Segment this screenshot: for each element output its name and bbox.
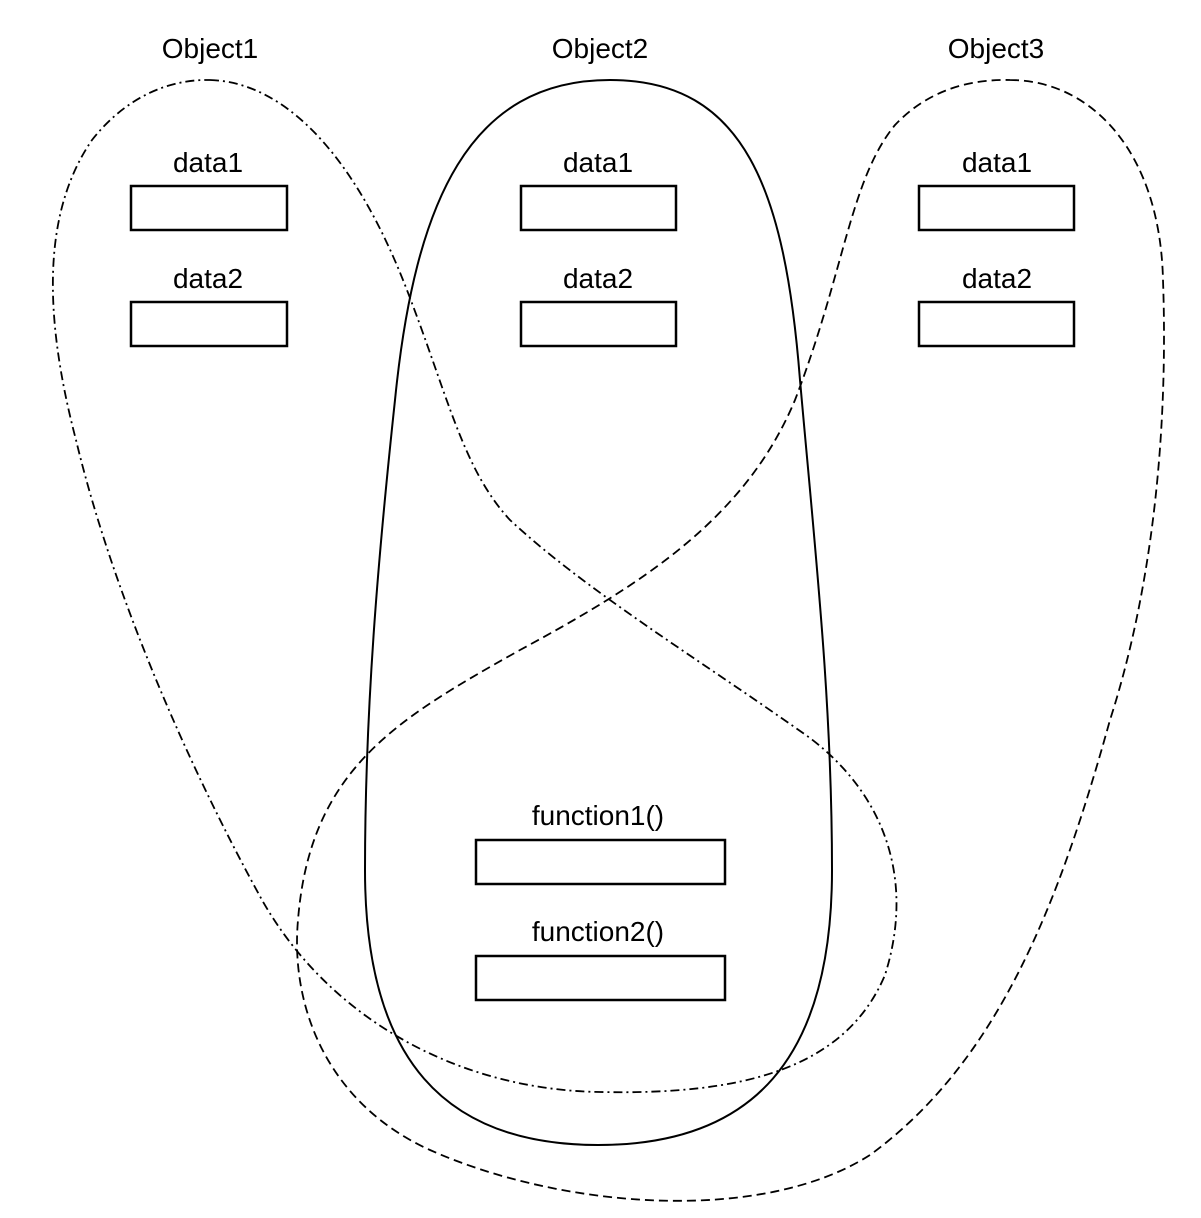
object1-data1-box [129,184,289,232]
object1-data2-box [129,300,289,348]
object3-data1-label: data1 [962,147,1032,178]
object1-data2-label: data2 [173,263,243,294]
function2-label: function2() [532,916,664,947]
object2-boundary [363,78,834,1147]
object2-data1-label: data1 [563,147,633,178]
object1-boundary [51,79,898,1094]
object2-data1-box [519,184,678,232]
function2-box [474,954,727,1002]
object3-data2-label: data2 [962,263,1032,294]
object3-title: Object3 [948,33,1045,64]
object1-data1-label: data1 [173,147,243,178]
object3-data2-box [917,300,1076,348]
object2-data2-box [519,300,678,348]
function1-label: function1() [532,800,664,831]
object2-data2-label: data2 [563,263,633,294]
object1-title: Object1 [162,33,259,64]
object3-data1-box [917,184,1076,232]
function1-box [474,838,727,886]
object2-title: Object2 [552,33,649,64]
object3-boundary [296,79,1165,1202]
